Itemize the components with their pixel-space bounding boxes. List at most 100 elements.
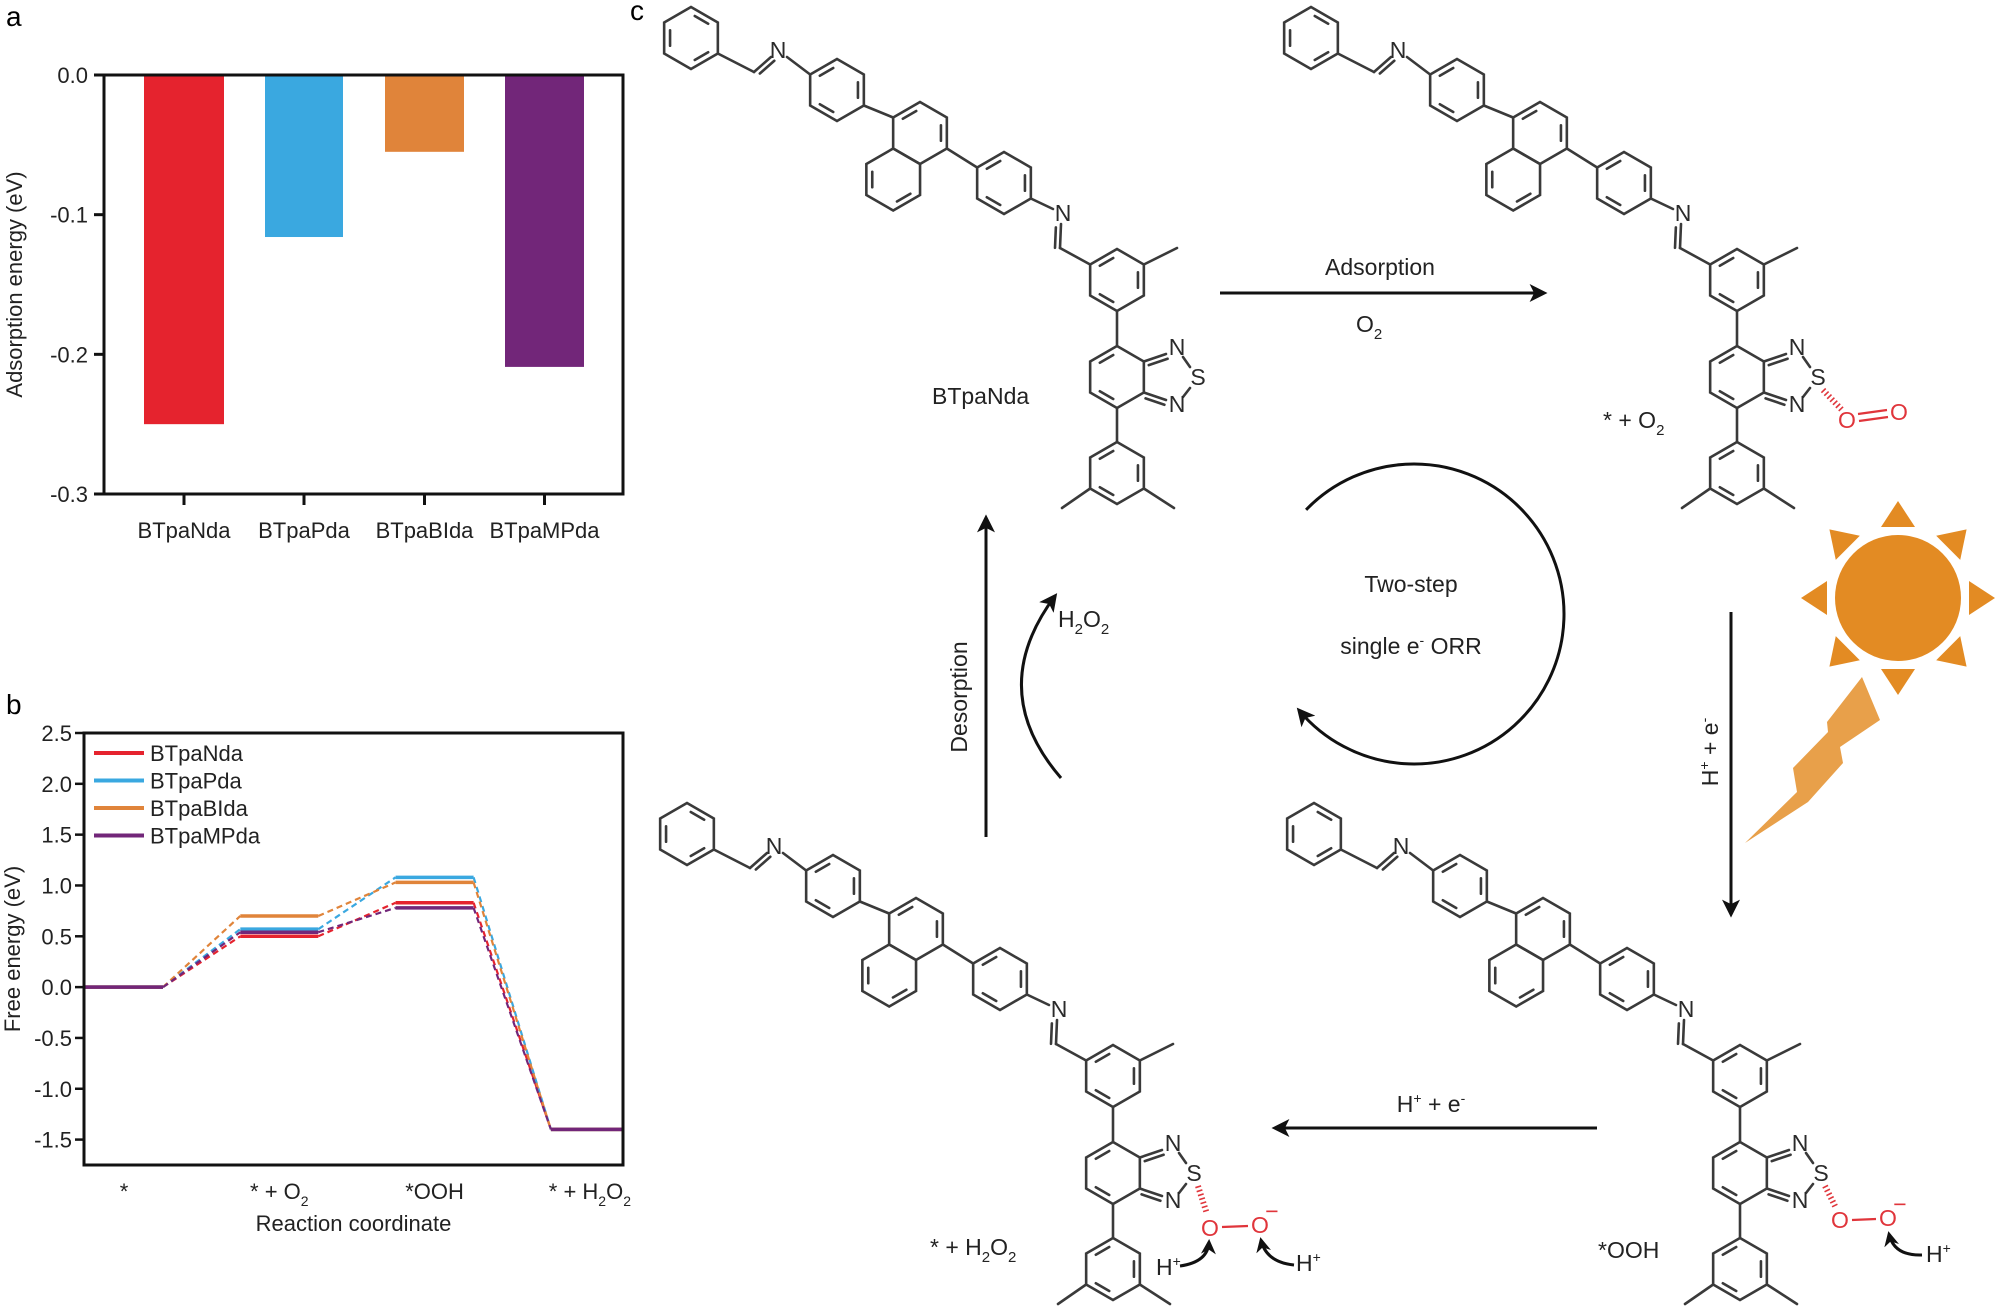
plot-area (85, 875, 623, 1132)
panel-label-c: c (630, 0, 644, 26)
panel-label-b: b (6, 689, 22, 720)
connector-BTpaPda-2 (472, 877, 552, 1130)
y-axis-label: Free energy (eV) (0, 866, 25, 1032)
x-tick-label: *OOH (405, 1179, 464, 1204)
x-tick-label-part: 2 (301, 1193, 309, 1209)
connector-BTpaBIda-0 (162, 915, 242, 988)
panel-label-a: a (6, 1, 22, 32)
legend-label: BTpaNda (150, 741, 244, 766)
y-tick-label: 0.0 (57, 63, 88, 88)
proton-label: H+ (1296, 1249, 1321, 1276)
s-o-interaction (1822, 1184, 1839, 1210)
negative-charge: − (1893, 1191, 1906, 1217)
plus-charge: + (1313, 1249, 1321, 1265)
cycle-arrow (1296, 462, 1566, 766)
molecule-name-label: BTpaNda (932, 383, 1029, 409)
connector-BTpaMPda-0 (162, 931, 241, 989)
state-label-o2: * + O2 (1603, 407, 1664, 439)
y-tick-label: 1.0 (41, 873, 72, 898)
sun-ray (1881, 501, 1915, 527)
proton-transfer-arrow (1256, 1237, 1295, 1267)
lightning-bolt-icon (1745, 677, 1880, 843)
state-label-ooh: *OOH (1598, 1237, 1659, 1263)
desorption-curved-arrow (1019, 593, 1063, 779)
sun-ray (1801, 581, 1827, 615)
connector-BTpaBIda-2 (472, 882, 552, 1130)
s-o-interaction (1820, 387, 1845, 413)
bar-BTpaBIda (385, 75, 464, 152)
o-o-bond (1221, 1224, 1249, 1229)
x-axis-label: Reaction coordinate (256, 1211, 452, 1236)
sun-ray (1829, 529, 1860, 560)
adsorption-species-label: O2 (1356, 311, 1382, 343)
desorption-species-label: H2O2 (1058, 606, 1109, 638)
y-tick-label: 2.0 (41, 772, 72, 797)
cycle-label-line1: Two-step (1364, 571, 1457, 597)
y-tick-label: 1.5 (41, 823, 72, 848)
series-BTpaMPda (85, 906, 623, 1132)
plot-frame (102, 73, 625, 496)
proton-label: H+ (1156, 1253, 1181, 1280)
sun-disc (1835, 535, 1961, 661)
sun-ray (1829, 636, 1860, 667)
x-tick-label-part: *OOH (405, 1179, 464, 1204)
plus-charge: + (1943, 1240, 1951, 1256)
y-tick-label: -0.1 (50, 203, 88, 228)
sun-ray (1881, 669, 1915, 695)
molecule-btpanda (662, 5, 1207, 510)
molecule-ooh-state (1285, 801, 1830, 1306)
oxygen-atom: O (1879, 1205, 1897, 1231)
x-tick-label-part: * + O (250, 1179, 301, 1204)
sun-ray (1936, 529, 1967, 560)
connector-BTpaPda-0 (162, 928, 241, 988)
y-tick-label: -1.0 (34, 1077, 72, 1102)
plot-frame (82, 731, 625, 1167)
proton-label: H+ (1926, 1240, 1951, 1267)
bar-BTpaNda (144, 75, 224, 425)
proton-transfer-arrow (1179, 1239, 1216, 1268)
proton-transfer-arrow (1884, 1231, 1923, 1257)
oxygen-atom: O (1890, 399, 1908, 425)
adsorption-label: Adsorption (1325, 254, 1435, 280)
h-symbol: H (1926, 1241, 1943, 1267)
oxygen-atom: O (1251, 1212, 1269, 1238)
right-step-label: H+ + e- (1696, 717, 1723, 786)
oxygen-atom: O (1838, 407, 1856, 433)
y-tick-label: 0.5 (41, 924, 72, 949)
series-BTpaPda (85, 875, 623, 1132)
sun-ray (1936, 636, 1967, 667)
connector-BTpaPda-1 (317, 876, 397, 931)
x-tick-label-part: 2 (623, 1193, 631, 1209)
bar-BTpaMPda (505, 75, 584, 367)
legend-label: BTpaPda (150, 769, 242, 794)
x-tick-label: * + H2O2 (549, 1179, 631, 1209)
y-tick-label: -0.2 (50, 342, 88, 367)
bottom-step-label: H+ + e- (1397, 1090, 1466, 1117)
plus-charge: + (1173, 1253, 1181, 1269)
free-energy-diagram-chart: 2.52.01.51.00.50.0-0.5-1.0-1.5** + O2*OO… (0, 721, 631, 1236)
y-axis-label: Adsorption energy (eV) (2, 171, 27, 397)
x-tick-label: BTpaMPda (489, 518, 600, 543)
x-tick-label-part: * (120, 1179, 129, 1204)
connector-BTpaBIda-1 (317, 881, 397, 917)
y-tick-label: -0.5 (34, 1026, 72, 1051)
x-tick-label: BTpaBIda (376, 518, 475, 543)
x-tick-label: * (120, 1179, 129, 1204)
h-symbol: H (1296, 1250, 1313, 1276)
x-tick-label-part: 2 (598, 1193, 606, 1209)
state-label-h2o2: * + H2O2 (930, 1234, 1016, 1266)
sun-icon (1801, 501, 1995, 695)
y-tick-label: -1.5 (34, 1128, 72, 1153)
o-o-double-bond (1857, 408, 1888, 416)
bar-BTpaPda (265, 75, 343, 238)
x-tick-label: BTpaPda (258, 518, 350, 543)
x-tick-label-part: * + H (549, 1179, 599, 1204)
y-tick-label: -0.3 (50, 482, 88, 507)
series-BTpaNda (85, 901, 623, 1132)
oxygen-atom: O (1831, 1207, 1849, 1233)
y-tick-label: 0.0 (41, 975, 72, 1000)
